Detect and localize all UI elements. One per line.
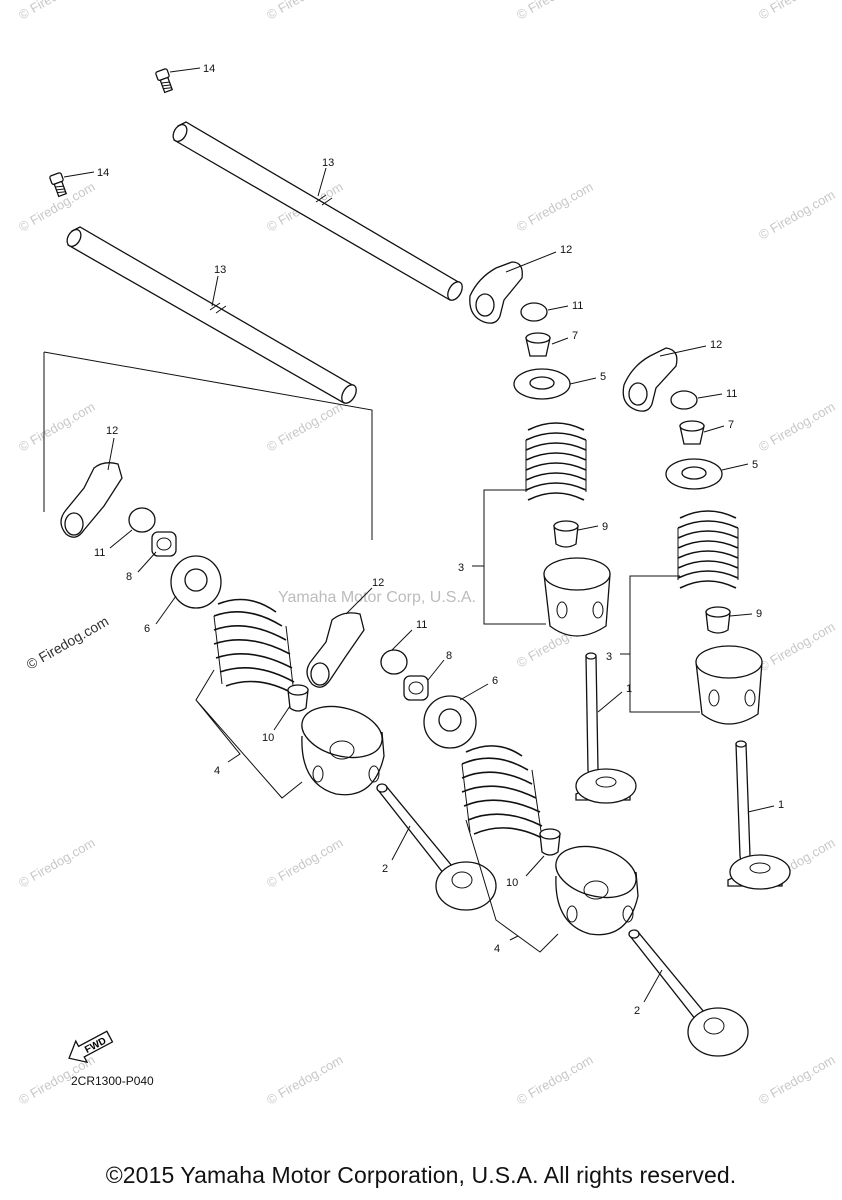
valve-spring-part xyxy=(525,422,587,501)
valve-spring-part xyxy=(677,510,739,589)
callout-12: 12 xyxy=(710,339,722,351)
watermark: © Firedog.com xyxy=(756,0,838,23)
valve-stem-seal-part xyxy=(705,606,731,634)
callout-3: 3 xyxy=(606,651,612,663)
valve-cotter-part xyxy=(151,531,177,557)
rocker-shaft-part xyxy=(66,226,357,404)
intake-valve-part xyxy=(727,740,791,890)
valve-stem-seal-part xyxy=(539,828,561,856)
valve-cotter-part xyxy=(403,675,429,701)
watermark: © Firedog.com xyxy=(756,399,838,455)
watermark: © Firedog.com xyxy=(514,179,596,235)
callout-7: 7 xyxy=(572,330,578,342)
rocker-shaft-part xyxy=(172,121,463,301)
rocker-arm-part xyxy=(306,612,365,688)
callout-12: 12 xyxy=(106,425,118,437)
watermarks: © Firedog.com © Firedog.com © Firedog.co… xyxy=(16,0,838,1108)
watermark: © Firedog.com xyxy=(514,0,596,23)
callout-10: 10 xyxy=(262,732,274,744)
group-bracket-3 xyxy=(620,575,700,713)
copyright-notice: ©2015 Yamaha Motor Corporation, U.S.A. A… xyxy=(105,1162,737,1188)
callout-6: 6 xyxy=(492,675,498,687)
callout-9: 9 xyxy=(602,521,608,533)
fwd-label: FWD xyxy=(83,1036,108,1056)
rocker-arm-part xyxy=(469,261,523,324)
group-bracket-4 xyxy=(465,819,559,953)
valve-spring-part xyxy=(461,745,543,839)
watermark: © Firedog.com xyxy=(16,0,98,23)
watermark: © Firedog.com xyxy=(264,0,346,23)
callout-8: 8 xyxy=(126,571,132,583)
adjusting-pad-part xyxy=(128,507,156,533)
callout-4: 4 xyxy=(214,765,220,777)
callout-11: 11 xyxy=(726,388,737,400)
bolt-part xyxy=(49,172,68,198)
rocker-arm-part xyxy=(60,462,123,538)
callout-10: 10 xyxy=(506,877,518,889)
callout-3: 3 xyxy=(458,562,464,574)
callout-13: 13 xyxy=(214,264,226,276)
intake-valve-part xyxy=(575,652,637,804)
callout-12: 12 xyxy=(372,577,384,589)
watermark: © Firedog.com xyxy=(756,187,838,243)
spring-retainer-part xyxy=(423,695,477,749)
rocker-arm-part xyxy=(622,347,678,412)
valve-stem-seal-part xyxy=(553,520,579,548)
callout-9: 9 xyxy=(756,608,762,620)
valve-stem-seal-part xyxy=(287,684,309,712)
bolt-part xyxy=(155,68,174,94)
valve-cotter-part xyxy=(679,420,705,445)
assembly-bracket xyxy=(43,351,373,540)
leader-lines xyxy=(63,67,775,1003)
callouts: 14 14 13 13 12 12 12 12 11 11 11 11 7 7 … xyxy=(94,63,784,1017)
valve-spring-part xyxy=(213,598,295,695)
diagram-code: 2CR1300-P040 xyxy=(71,1074,154,1088)
callout-8: 8 xyxy=(446,650,452,662)
group-bracket-4 xyxy=(195,669,303,799)
spring-retainer-part xyxy=(665,458,723,490)
adjusting-pad-part xyxy=(670,390,698,410)
watermark: © Firedog.com xyxy=(264,399,346,455)
callout-13: 13 xyxy=(322,157,334,169)
group-bracket-3 xyxy=(472,489,546,625)
callout-14: 14 xyxy=(97,167,109,179)
valve-lifter-part xyxy=(543,557,611,637)
callout-11: 11 xyxy=(416,619,427,631)
valve-lifter-part xyxy=(695,645,763,725)
callout-11: 11 xyxy=(94,547,105,559)
callout-6: 6 xyxy=(144,623,150,635)
callout-14: 14 xyxy=(203,63,215,75)
callout-5: 5 xyxy=(752,459,758,471)
exhaust-valve-part xyxy=(376,783,497,911)
callout-4: 4 xyxy=(494,943,500,955)
watermark: © Firedog.com xyxy=(264,835,346,891)
valve-cotter-part xyxy=(525,332,551,357)
watermark: © Firedog.com xyxy=(514,1052,596,1108)
watermark: © Firedog.com xyxy=(264,1052,346,1108)
callout-1: 1 xyxy=(778,799,784,811)
watermark: © Firedog.com xyxy=(756,1052,838,1108)
callout-7: 7 xyxy=(728,419,734,431)
callout-11: 11 xyxy=(572,300,583,312)
watermark: © Firedog.com xyxy=(756,619,838,675)
watermark: © Firedog.com xyxy=(16,399,98,455)
watermark: © Firedog.com xyxy=(16,835,98,891)
watermark: © Firedog.com xyxy=(24,613,112,673)
callout-5: 5 xyxy=(600,371,606,383)
adjusting-pad-part xyxy=(520,302,548,322)
callout-2: 2 xyxy=(634,1005,640,1017)
adjusting-pad-part xyxy=(380,649,408,675)
valve-lifter-part xyxy=(555,845,639,936)
callout-1: 1 xyxy=(626,683,632,695)
callout-12: 12 xyxy=(560,244,572,256)
center-watermark: Yamaha Motor Corp, U.S.A. xyxy=(278,589,476,606)
spring-retainer-part xyxy=(170,555,222,609)
valve-lifter-part xyxy=(301,705,385,796)
exhaust-valve-part xyxy=(628,929,749,1057)
spring-retainer-part xyxy=(513,368,571,400)
callout-2: 2 xyxy=(382,863,388,875)
